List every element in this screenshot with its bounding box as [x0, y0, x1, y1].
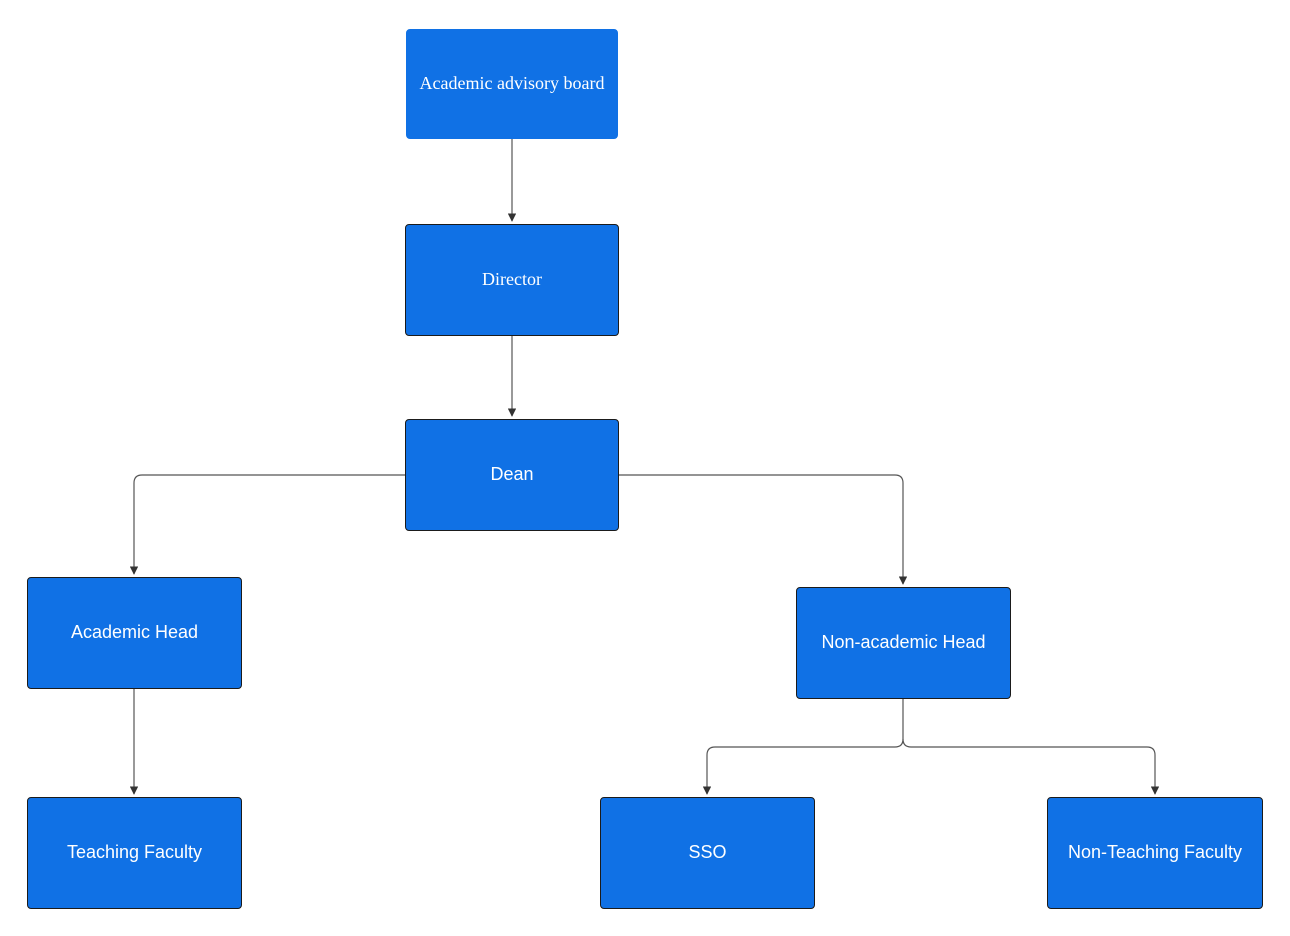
node-label: Academic Head	[70, 622, 199, 643]
node-sso[interactable]: SSO	[600, 797, 815, 909]
node-non-teaching-faculty[interactable]: Non-Teaching Faculty	[1047, 797, 1263, 909]
node-teaching-faculty[interactable]: Teaching Faculty	[27, 797, 242, 909]
connector-dean-to-academic-head	[129, 474, 405, 575]
node-label: Non-Teaching Faculty	[1067, 842, 1243, 863]
node-label: Teaching Faculty	[66, 842, 203, 863]
node-label: Non-academic Head	[821, 632, 986, 653]
node-label: Academic advisory board	[419, 73, 605, 94]
node-director[interactable]: Director	[405, 224, 619, 336]
node-non-academic-head[interactable]: Non-academic Head	[796, 587, 1011, 699]
node-label: Dean	[490, 464, 534, 485]
connector-non-academic-head-to-sso	[702, 699, 904, 795]
node-label: Director	[482, 269, 542, 290]
node-academic-head[interactable]: Academic Head	[27, 577, 242, 689]
connector-non-academic-head-to-non-teaching-faculty	[902, 738, 1160, 795]
connector-dean-to-non-academic-head	[619, 474, 908, 585]
node-dean[interactable]: Dean	[405, 419, 619, 531]
node-label: SSO	[688, 842, 727, 863]
node-academic-advisory-board[interactable]: Academic advisory board	[406, 29, 618, 139]
